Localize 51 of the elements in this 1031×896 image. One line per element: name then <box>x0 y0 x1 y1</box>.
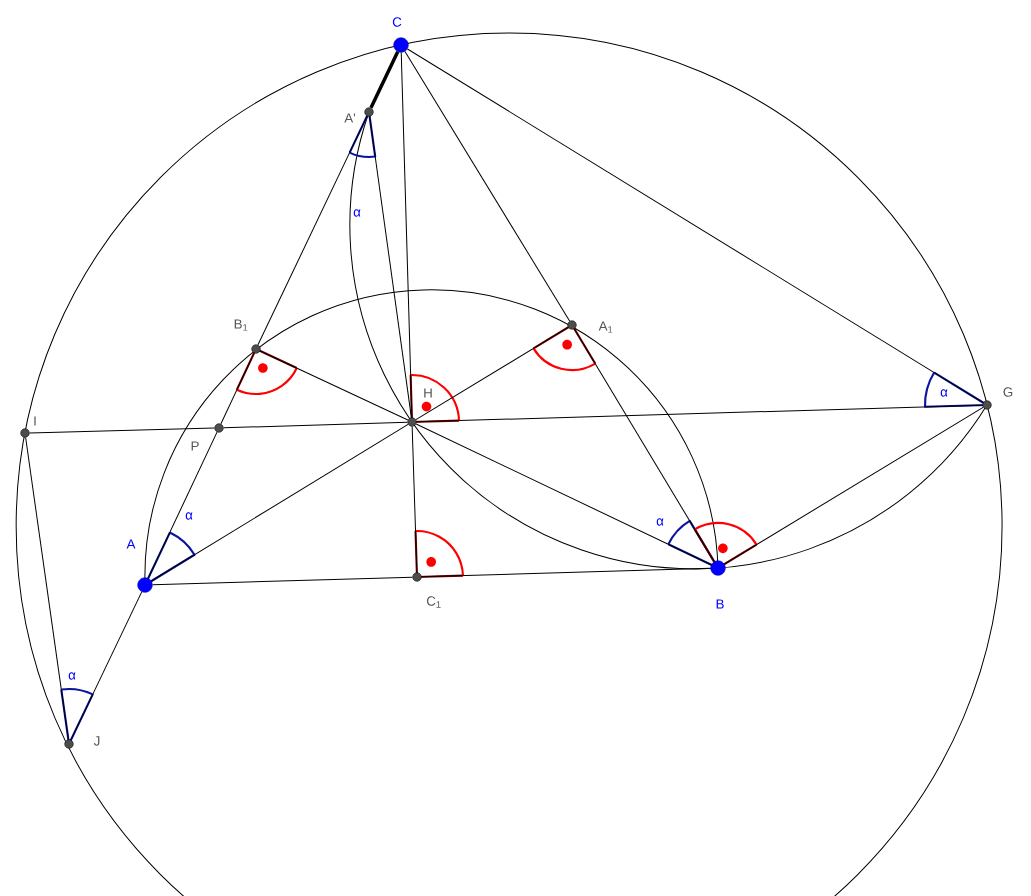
line-segment <box>400 52 413 418</box>
line-segment <box>415 326 569 421</box>
point <box>137 577 153 593</box>
line-segment <box>724 406 984 565</box>
line-segment <box>369 51 400 109</box>
point <box>64 739 74 749</box>
point <box>567 320 577 330</box>
point-label: J <box>93 736 100 746</box>
point <box>393 37 409 53</box>
line-segment <box>416 404 983 423</box>
point-label: H <box>424 388 432 398</box>
line-segment <box>70 591 143 741</box>
point <box>20 428 30 438</box>
point-label: A <box>126 539 136 549</box>
point-label: A$_{1}$ <box>598 321 613 333</box>
point <box>982 400 992 410</box>
angle-label: α <box>68 672 76 680</box>
point-label: P <box>191 441 199 451</box>
line-segment <box>257 115 368 346</box>
line-segment <box>415 423 712 566</box>
line-segment <box>369 116 412 418</box>
point-label: C <box>392 17 402 27</box>
point <box>710 560 726 576</box>
point <box>251 344 261 354</box>
angle-label: α <box>940 389 948 397</box>
point <box>364 107 374 117</box>
point-label: C$_{1}$ <box>426 596 441 608</box>
angle-label: α <box>185 512 193 520</box>
angle-label: α <box>353 209 361 217</box>
point <box>214 423 224 433</box>
angle-label: α <box>656 518 664 526</box>
line-segment <box>29 427 215 434</box>
line-segment <box>404 50 571 322</box>
line-segment <box>152 576 413 586</box>
point <box>412 572 422 582</box>
line-segment <box>220 352 255 425</box>
line-segment <box>25 437 69 740</box>
line-segment <box>573 328 715 562</box>
line-segment <box>421 567 711 578</box>
point-label: G <box>1003 387 1013 397</box>
point-label: I <box>34 416 36 426</box>
line-segment <box>147 431 218 579</box>
point-label: A' <box>344 113 356 123</box>
line-segment <box>223 421 408 429</box>
point <box>407 417 417 427</box>
line-segment <box>411 426 418 573</box>
line-segment <box>407 48 984 404</box>
line-segment <box>151 423 409 582</box>
point-label: B$_{1}$ <box>234 319 248 331</box>
point-label: B <box>716 599 724 609</box>
line-segment <box>259 350 409 421</box>
